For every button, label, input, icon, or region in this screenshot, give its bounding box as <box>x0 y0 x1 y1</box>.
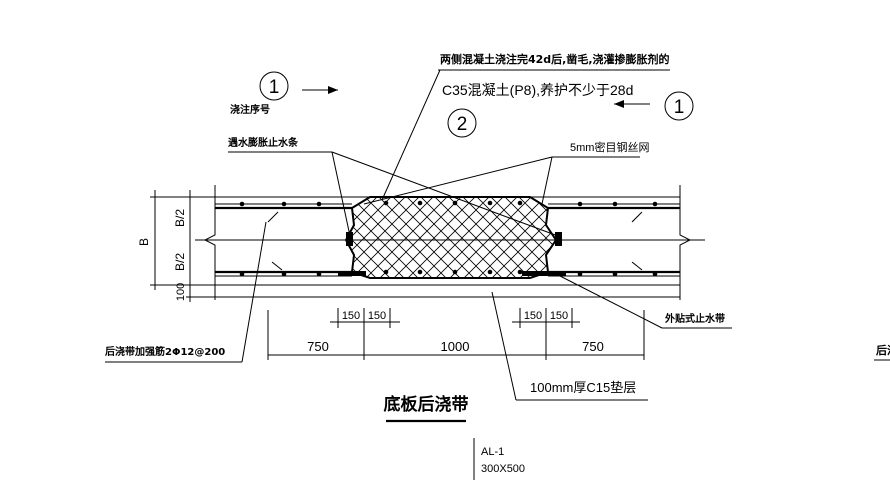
svg-text:100: 100 <box>175 283 187 301</box>
svg-text:150: 150 <box>342 310 360 322</box>
bottom-dimensions: 750 1000 750 150 150 150 150 <box>267 308 645 360</box>
reinforcement-label: 后浇带加强筋2Φ12@200 <box>105 345 225 358</box>
note-line-1: 两侧混凝土浇注完42d后,凿毛,浇灌掺膨胀剂的 <box>440 52 670 66</box>
circle-1-right: 1 <box>664 91 694 121</box>
svg-text:1: 1 <box>269 77 280 98</box>
tag-size: 300X500 <box>481 463 525 475</box>
right-cut-label: 后浇 <box>876 343 890 357</box>
svg-text:150: 150 <box>524 310 542 322</box>
svg-text:750: 750 <box>307 339 329 354</box>
tag-name: AL-1 <box>481 446 504 458</box>
note-line-2: C35混凝土(P8),养护不少于28d <box>442 82 633 98</box>
svg-text:B/2: B/2 <box>173 209 187 227</box>
rebar-dots <box>239 201 658 277</box>
svg-text:150: 150 <box>368 310 386 322</box>
circle-2: 2 <box>447 108 477 138</box>
svg-text:B/2: B/2 <box>173 253 187 271</box>
svg-text:150: 150 <box>550 310 568 322</box>
mesh-label: 5mm密目钢丝网 <box>570 140 649 154</box>
svg-text:1000: 1000 <box>441 339 470 354</box>
water-stop-strip-label: 遇水膨胀止水条 <box>228 136 299 149</box>
circle-1-left: 1 <box>259 71 289 101</box>
post-pour-concrete <box>338 196 566 279</box>
drawing-title: 底板后浇带 <box>384 394 469 415</box>
cushion-label: 100mm厚C15垫层 <box>530 380 636 395</box>
svg-text:1: 1 <box>674 97 685 118</box>
svg-text:2: 2 <box>457 114 468 135</box>
left-dimensions: B B/2 B/2 100 <box>137 190 215 302</box>
external-water-stop-label: 外贴式止水带 <box>664 312 725 325</box>
svg-text:750: 750 <box>582 339 604 354</box>
svg-text:B: B <box>137 238 151 246</box>
pour-sequence-label: 浇注序号 <box>230 103 270 116</box>
